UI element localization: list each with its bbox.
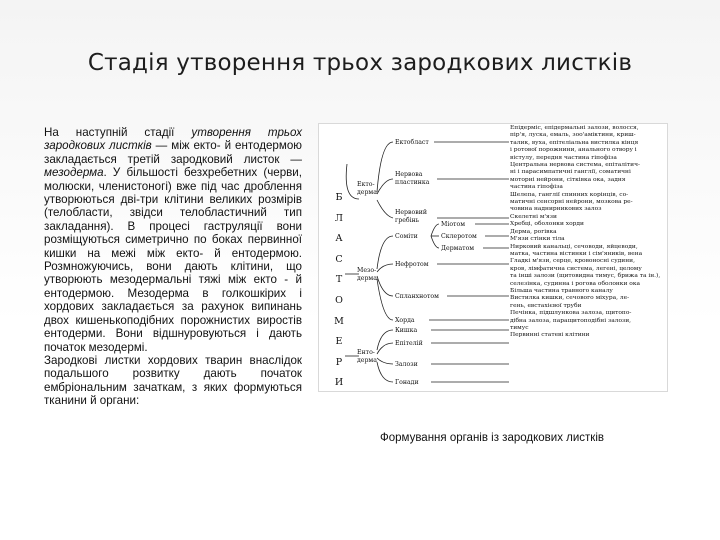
label-somite: Соміти	[395, 233, 418, 240]
label-neural-crest: Нервовий гребінь	[395, 209, 429, 224]
label-mesoderm: Мезо- дерма	[357, 267, 378, 282]
paragraph-1: На наступній стадії утворення трьох заро…	[44, 126, 302, 354]
label-neural-crest-line-1: Нервовий	[395, 209, 427, 216]
vertical-letter: А	[335, 233, 343, 245]
outcome-row: Хребці, оболонки хорди	[510, 221, 584, 228]
vertical-letter: И	[334, 377, 344, 389]
label-notochord: Хорда	[395, 317, 415, 324]
label-mesoderm-line-2: дерма	[357, 275, 377, 282]
label-neural-plate: Нервова пластинка	[395, 171, 430, 186]
blastomere-vertical-word: Б Л А С Т О М Е Р И	[332, 188, 346, 394]
outcome-row: Гладкі м'язи, серце, кровоносні судини,	[510, 258, 635, 265]
label-endoderm: Енто- дерма	[357, 349, 377, 364]
vertical-letter: Т	[335, 274, 343, 286]
outcome-row: Скелетні м'язи	[510, 213, 557, 220]
label-mesoderm-line-1: Мезо-	[357, 267, 376, 274]
outcome-row: Більша частина травного каналу	[510, 287, 613, 294]
outcome-row: кров, лімфатична система, легені, целому	[510, 265, 642, 272]
slide-title: Стадія утворення трьох зародкових листкі…	[87, 50, 633, 76]
outcome-row: талик, вуха, епітеліальна вистилка кінця	[510, 139, 639, 146]
vertical-letter: Б	[335, 192, 343, 203]
label-neural-plate-line-1: Нервова	[395, 171, 423, 178]
paragraph-1-emphasis-1: утворення трьох зародкових листків	[44, 126, 302, 153]
outcome-row: матичні сенсорні нейрони, мозкова ре-	[510, 199, 633, 206]
figure-caption: Формування органів із зародкових листків	[380, 432, 604, 444]
outcome-row: Шелепа, ганглії спинних корінців, со-	[510, 191, 629, 198]
outcome-row: матка, частина вістинки і сім'яників, ве…	[510, 250, 643, 257]
paragraph-1-part-3: . У більшості безхребетних (черви, молюс…	[44, 166, 302, 354]
label-epithelium: Епітелій	[395, 340, 423, 347]
outcome-row: Епідерміс, епідермальні залози, волосся,	[510, 125, 639, 131]
vertical-letter: Л	[335, 212, 343, 224]
vertical-letter: С	[335, 253, 343, 265]
label-neural-crest-line-2: гребінь	[395, 217, 420, 224]
outcome-row: Первинні статеві клітини	[510, 332, 590, 339]
paragraph-2: Зародкові листки хордових тварин внаслід…	[44, 353, 302, 408]
label-endoderm-line-2: дерма	[357, 357, 377, 364]
outcome-row: дібна залоза, паращитоподібні залози,	[510, 317, 632, 324]
body-text: На наступній стадії утворення трьох заро…	[44, 126, 302, 408]
organ-outcomes-list: Епідерміс, епідермальні залози, волосся,…	[510, 125, 666, 340]
outcome-row: ні і парасимпатичні ганглії, соматичні	[510, 169, 631, 176]
outcome-row: Дерма, рогівка	[510, 228, 557, 235]
label-gonads: Гонади	[395, 379, 419, 386]
label-ectoderm-line-1: Екто-	[357, 181, 375, 188]
outcome-row: пір'я, луска, емаль, зоо'аміктини, криш-	[510, 132, 636, 139]
germ-layer-diagram: Екто- дерма Мезо- дерма Енто- дерма Екто…	[318, 123, 668, 392]
outcome-row: та інші залози (щитовидна тимус, брижа т…	[510, 273, 661, 280]
vertical-letter: Р	[335, 356, 343, 368]
label-myotome: Міотом	[441, 221, 465, 228]
outcome-row: Вистилка кишки, сечового міхура, ле-	[510, 295, 630, 302]
label-neural-plate-line-2: пластинка	[395, 179, 430, 186]
label-glands: Залози	[395, 361, 418, 368]
outcome-row: селезінка, судинна і рогова оболонки ока	[510, 280, 641, 287]
outcome-row: вістулу, передня частина гіпофіза	[510, 154, 617, 161]
label-endoderm-line-1: Енто-	[357, 349, 375, 356]
outcome-row: гень, евстахієвої труби	[510, 302, 582, 309]
label-sclerotome: Склеротом	[441, 233, 477, 240]
paragraph-1-emphasis-2: мезодерма	[44, 166, 104, 180]
outcome-row: і ротової порожнини, анального отвору і	[510, 147, 637, 154]
outcome-row: Печінка, підшлункова залоза, щитопо-	[510, 310, 632, 317]
outcome-row: Центральна нервова система, епіталітич-	[510, 162, 640, 169]
paragraph-1-part-2: — між екто- й ентодермою закладається тр…	[44, 139, 302, 166]
label-ectoderm-line-2: дерма	[357, 189, 377, 196]
outcome-row: тимус	[510, 324, 529, 331]
vertical-letter: Е	[335, 336, 343, 348]
paragraph-1-part-1: На наступній стадії	[44, 126, 192, 139]
label-nephrotome: Нефротом	[395, 261, 429, 268]
label-gut: Кишка	[395, 327, 418, 334]
outcome-row: моторні нейрони, сітківка ока, задня	[510, 176, 626, 183]
outcome-row: човина наднирникових залоз	[510, 206, 602, 213]
outcome-row: Нирковий канальці, сечоводи, яйцеводи,	[510, 243, 638, 250]
label-ectoderm: Екто- дерма	[357, 181, 377, 196]
label-dermatome: Дерматом	[441, 245, 474, 252]
vertical-letter: М	[334, 315, 344, 327]
label-ectoblast: Ектобласт	[395, 139, 429, 146]
outcome-row: частина гіпофіза	[510, 184, 563, 191]
vertical-letter: О	[335, 294, 343, 306]
label-splanchnotome: Спланхнотом	[395, 293, 439, 300]
diagram-lines: Екто- дерма Мезо- дерма Енто- дерма Екто…	[345, 139, 509, 386]
outcome-row: М'язи стінки тіла	[510, 236, 565, 243]
